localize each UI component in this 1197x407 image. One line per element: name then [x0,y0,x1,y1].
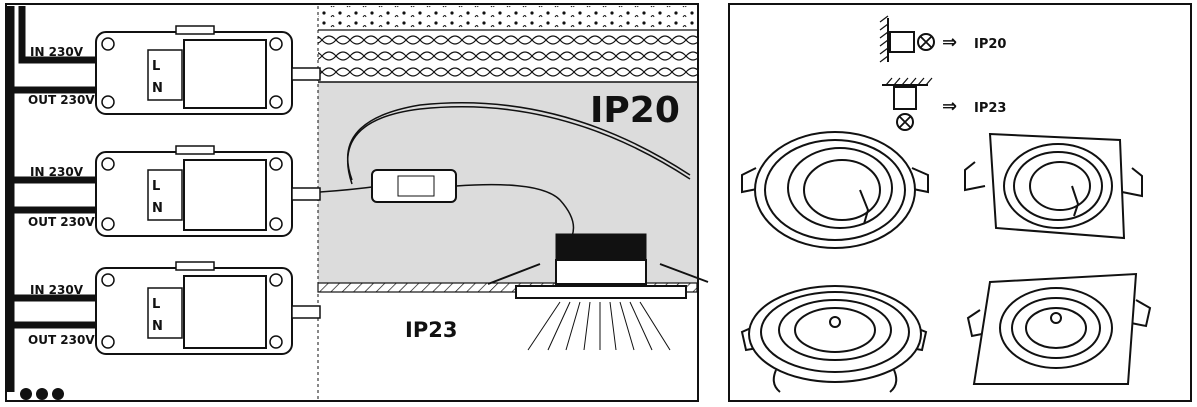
left-panel: IP20 IP23 IN 230V OUT 230V L N IN 2 [5,3,709,402]
screw-icon [269,335,283,349]
terminal-block [147,169,183,221]
out-230v-label: OUT 230V [28,93,95,107]
terminal-l-label: L [152,59,160,74]
screw-icon [101,217,115,231]
terminal-l-label: L [152,297,160,312]
insulation-layer [318,6,697,30]
screw-icon [101,335,115,349]
wall-mount-lamp-symbol-icon [879,15,935,63]
ceiling-material-layer [318,30,697,82]
downlight-fixture [487,233,709,299]
ip20-zone-label: IP20 [590,90,680,131]
arrow-icon: ⇒ [942,32,957,53]
in-230v-label: IN 230V [30,45,84,59]
screw-icon [269,217,283,231]
arrow-icon: ⇒ [942,96,957,117]
driver-unit: IN 230V OUT 230V L N [28,145,321,237]
terminal-l-label: L [152,179,160,194]
ip23-legend-label: IP23 [974,101,1006,116]
screw-icon [101,37,115,51]
square-flat-downlight-icon [966,272,1152,385]
screw-icon [269,157,283,171]
ceiling-board [317,282,698,293]
light-beam [527,301,671,351]
heatsink [555,233,647,261]
in-230v-label: IN 230V [30,165,84,179]
terminal-n-label: N [152,201,163,216]
loop-cable [347,102,691,181]
driver-unit: IN 230V OUT 230V L N [28,261,321,355]
out-230v-label: OUT 230V [28,333,95,347]
ceiling-mount-lamp-symbol-icon [882,77,933,131]
round-flat-downlight-icon [740,285,928,393]
terminal-n-label: N [152,81,163,96]
out-230v-label: OUT 230V [28,215,95,229]
driver-unit: IN 230V OUT 230V L N [28,25,321,115]
ip23-zone-label: IP23 [405,318,457,342]
terminal-n-label: N [152,319,163,334]
more-units-dots-icon [20,388,64,400]
in-230v-label: IN 230V [30,283,84,297]
terminal-block [147,49,183,101]
screw-icon [269,37,283,51]
terminal-block [147,287,183,339]
screw-icon [269,95,283,109]
screw-icon [101,157,115,171]
screw-icon [101,95,115,109]
screw-icon [101,273,115,287]
square-tilt-downlight-icon [964,132,1143,240]
screw-icon [269,273,283,287]
ip20-legend-label: IP20 [974,37,1006,52]
right-panel: ⇒ IP20 ⇒ IP23 [728,3,1192,402]
round-tilt-downlight-icon [741,131,929,249]
